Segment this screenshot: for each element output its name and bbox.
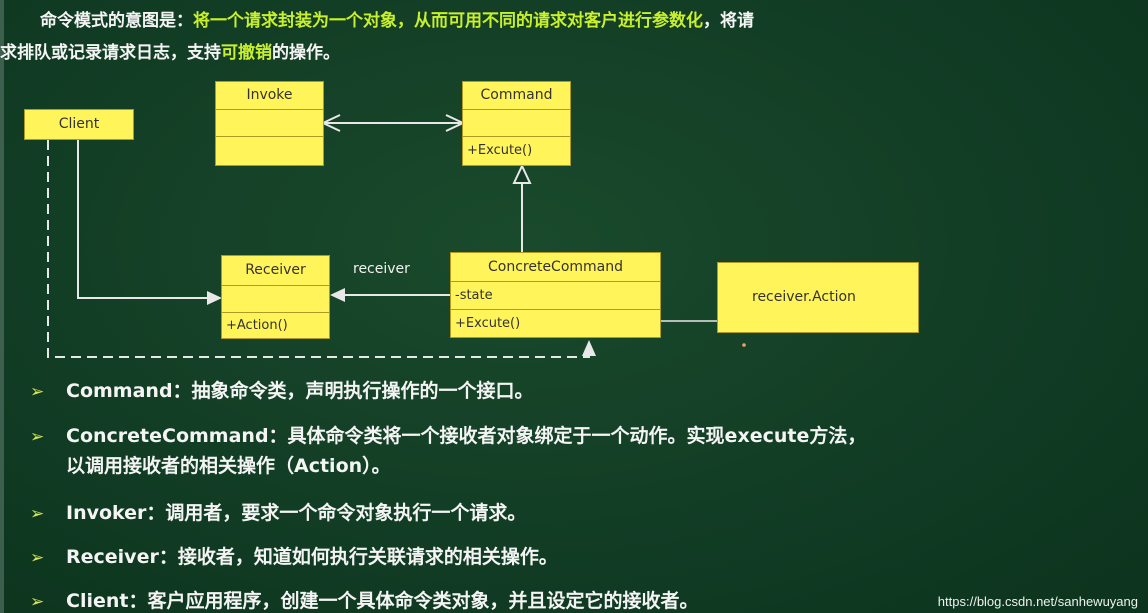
intro-prefix-2: 求排队或记录请求日志，支持 (0, 43, 221, 63)
receiver-role-label: receiver (353, 261, 410, 277)
bullet-arrow-icon: ➢ (30, 592, 45, 612)
concrete-command-method: +Excute() (451, 309, 660, 337)
invoke-class: Invoke (215, 81, 324, 166)
generalization-arrow-icon (512, 163, 532, 184)
intro-line-1: 命令模式的意图是：将一个请求封装为一个对象，从而可用不同的请求对客户进行参数化，… (40, 6, 754, 31)
receiver-action-note: receiver.Action (717, 262, 919, 333)
intro-highlight: 将一个请求封装为一个对象，从而可用不同的请求对客户进行参数化 (193, 11, 703, 31)
client-class-name: Client (58, 116, 100, 132)
left-edge (0, 0, 4, 613)
intro-suffix: ，将请 (703, 11, 754, 31)
intro-suffix-2: 的操作。 (272, 43, 340, 63)
client-class: Client (24, 109, 134, 140)
intro-line-2: 求排队或记录请求日志，支持可撤销的操作。 (0, 38, 340, 63)
receiver-method: +Action() (222, 312, 329, 339)
command-method: +Excute() (463, 136, 570, 164)
intro-highlight-2: 可撤销 (221, 43, 272, 63)
bullet-arrow-icon: ➢ (30, 504, 45, 524)
receiver-class: Receiver +Action() (221, 255, 330, 339)
client-receiver-arrow-icon (207, 291, 222, 305)
invoke-operations (216, 136, 323, 164)
bullet-arrow-icon: ➢ (30, 548, 45, 568)
note-text: receiver.Action (752, 289, 856, 305)
bullet-text: Command：抽象命令类，声明执行操作的一个接口。 (66, 380, 534, 402)
invoke-class-name: Invoke (246, 87, 293, 103)
concrete-command-class-name: ConcreteCommand (487, 259, 624, 275)
bullet-text: ConcreteCommand：具体命令类将一个接收者对象绑定于一个动作。实现e… (66, 425, 867, 447)
command-class: Command +Excute() (462, 81, 571, 166)
bullet-arrow-icon: ➢ (30, 427, 45, 447)
bullet-client: ➢ Client：客户应用程序，创建一个具体命令类对象，并且设定它的接收者。 (30, 586, 698, 613)
bullet-receiver: ➢ Receiver：接收者，知道如何执行关联请求的相关操作。 (30, 542, 558, 569)
bullet-text: Invoker：调用者，要求一个命令对象执行一个请求。 (66, 502, 527, 524)
bullet-text: Receiver：接收者，知道如何执行关联请求的相关操作。 (66, 546, 558, 568)
concrete-command-attribute: -state (451, 281, 660, 309)
bullet-text-continuation: 以调用接收者的相关操作（Action）。 (66, 455, 391, 477)
receiver-attributes (222, 285, 329, 312)
bullet-concrete-command: ➢ ConcreteCommand：具体命令类将一个接收者对象绑定于一个动作。实现… (30, 421, 867, 477)
client-receiver-line (77, 140, 208, 299)
source-watermark: https://blog.csdn.net/sanhewuyang (937, 594, 1138, 609)
invoke-attributes (216, 109, 323, 136)
bullet-arrow-icon: ➢ (30, 382, 45, 402)
bullet-invoker: ➢ Invoker：调用者，要求一个命令对象执行一个请求。 (30, 498, 526, 525)
dependency-arrow-icon (582, 340, 596, 356)
command-class-name: Command (480, 87, 553, 103)
bullet-text: Client：客户应用程序，创建一个具体命令类对象，并且设定它的接收者。 (66, 590, 699, 612)
receiver-class-name: Receiver (245, 262, 306, 278)
chalk-dot (742, 343, 746, 347)
receiver-arrow-icon (330, 288, 345, 302)
bullet-command: ➢ Command：抽象命令类，声明执行操作的一个接口。 (30, 376, 534, 403)
intro-prefix: 命令模式的意图是： (40, 11, 193, 31)
command-attributes (463, 109, 570, 136)
concrete-command-class: ConcreteCommand -state +Excute() (450, 252, 661, 338)
